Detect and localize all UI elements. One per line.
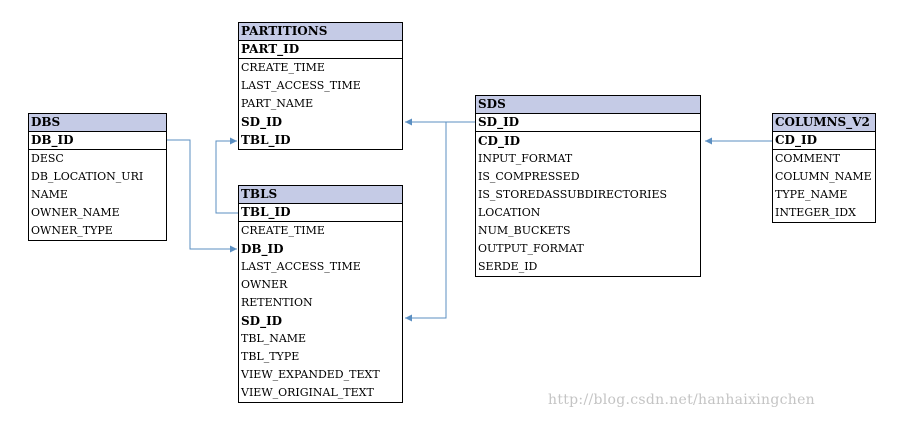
field-row: OWNER_NAME	[31, 206, 120, 219]
entity-tbls: TBLS TBL_ID CREATE_TIME DB_ID LAST_ACCESS_…	[238, 185, 403, 403]
field-row: NUM_BUCKETS	[478, 224, 571, 237]
field-row: SD_ID	[241, 115, 283, 129]
field-row: LAST_ACCESS_TIME	[241, 260, 361, 273]
field-list: CD_ID INPUT_FORMAT IS_COMPRESSED IS_STOREDA…	[476, 132, 700, 276]
entity-title: SDS	[476, 96, 700, 114]
field-row: TBL_ID	[241, 133, 291, 147]
field-row: LAST_ACCESS_TIME	[241, 79, 361, 92]
link-sds-sd-to-tbls	[405, 121, 475, 322]
field-row: DESC	[31, 152, 64, 165]
primary-key: CD_ID	[773, 132, 875, 150]
field-row: TBL_TYPE	[241, 350, 300, 363]
field-row: COMMENT	[775, 152, 840, 165]
field-row: DB_LOCATION_URI	[31, 170, 144, 183]
field-row: INPUT_FORMAT	[478, 152, 573, 165]
entity-title: COLUMNS_V2	[773, 114, 875, 132]
field-row: RETENTION	[241, 296, 313, 309]
field-row: VIEW_ORIGINAL_TEXT	[241, 386, 374, 399]
field-row: SERDE_ID	[478, 260, 538, 273]
entity-title: PARTITIONS	[239, 23, 402, 41]
link-dbs-db-to-tbls	[167, 139, 237, 253]
field-row: NAME	[31, 188, 68, 201]
field-row: CREATE_TIME	[241, 224, 325, 237]
field-row: INTEGER_IDX	[775, 206, 856, 219]
primary-key: PART_ID	[239, 41, 402, 59]
primary-key: DB_ID	[29, 132, 166, 150]
entity-sds: SDS SD_ID CD_ID INPUT_FORMAT IS_COMPRESSED…	[475, 95, 701, 277]
field-list: DESC DB_LOCATION_URI NAME OWNER_NAME OWNER_T…	[29, 150, 166, 240]
field-row: IS_STOREDASSUBDIRECTORIES	[478, 188, 668, 201]
primary-key: SD_ID	[476, 114, 700, 132]
field-row: DB_ID	[241, 242, 284, 256]
entity-title: TBLS	[239, 186, 402, 204]
field-row: PART_NAME	[241, 97, 314, 110]
entity-columns-v2: COLUMNS_V2 CD_ID COMMENT COLUMN_NAME TYPE_…	[772, 113, 876, 223]
primary-key: TBL_ID	[239, 204, 402, 222]
field-list: CREATE_TIME DB_ID LAST_ACCESS_TIME OWNER RET…	[239, 222, 402, 402]
field-list: COMMENT COLUMN_NAME TYPE_NAME INTEGER_IDX	[773, 150, 875, 222]
field-row: COLUMN_NAME	[775, 170, 872, 183]
link-tbls-tbl-to-partitions	[215, 137, 238, 214]
field-list: CREATE_TIME LAST_ACCESS_TIME PART_NAME SD_I…	[239, 59, 402, 149]
field-row: OUTPUT_FORMAT	[478, 242, 584, 255]
entity-dbs: DBS DB_ID DESC DB_LOCATION_URI NAME OWNER_N…	[28, 113, 167, 241]
field-row: OWNER_TYPE	[31, 224, 113, 237]
entity-partitions: PARTITIONS PART_ID CREATE_TIME LAST_ACCES…	[238, 22, 403, 150]
field-row: OWNER	[241, 278, 288, 291]
field-row: SD_ID	[241, 314, 283, 328]
field-row: IS_COMPRESSED	[478, 170, 580, 183]
field-row: TYPE_NAME	[775, 188, 848, 201]
entity-title: DBS	[29, 114, 166, 132]
field-row: LOCATION	[478, 206, 541, 219]
field-row: VIEW_EXPANDED_TEXT	[241, 368, 380, 381]
field-row: TBL_NAME	[241, 332, 307, 345]
field-row: CD_ID	[478, 134, 520, 148]
field-row: CREATE_TIME	[241, 61, 325, 74]
watermark-text: http://blog.csdn.net/hanhaixingchen	[548, 392, 815, 408]
